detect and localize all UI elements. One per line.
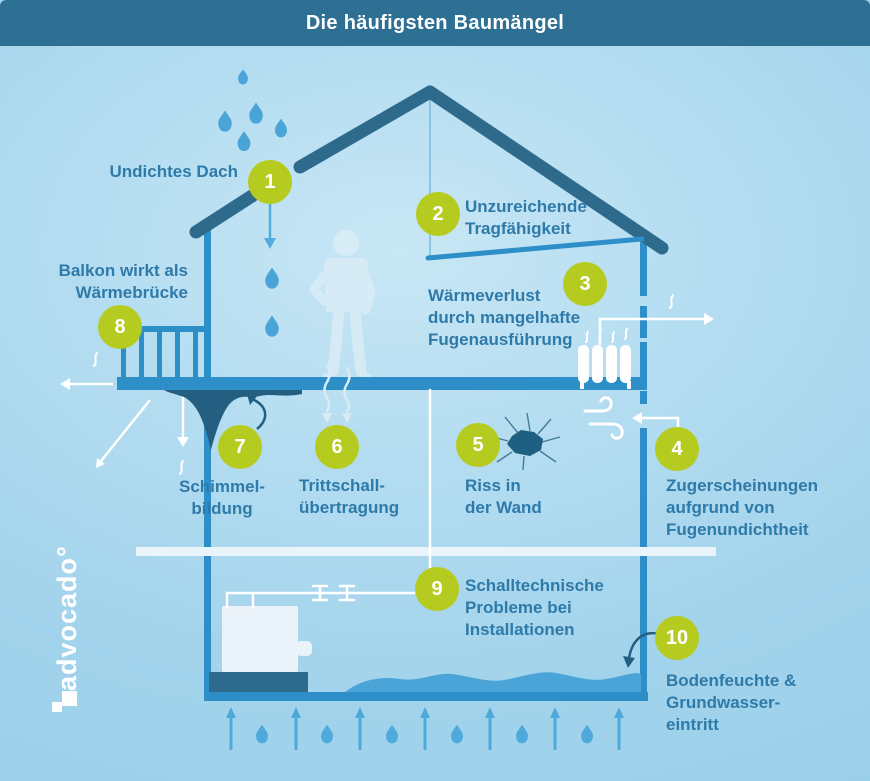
defect-badge-7: 7 — [218, 425, 262, 469]
boiler-plinth — [209, 672, 308, 692]
impact-sound-waves-icon — [322, 364, 352, 423]
rain-drop-icon — [218, 69, 287, 337]
thermal-bridge-arrows — [60, 378, 189, 468]
pipe-valve-icon — [225, 388, 432, 609]
defect-badge-4: 4 — [655, 427, 699, 471]
defect-label-9: Schalltechnische Probleme bei Installati… — [465, 576, 604, 639]
draft-arrow-icon — [632, 412, 680, 430]
radiator-icon — [578, 345, 631, 389]
sagging-beam-icon — [425, 236, 645, 261]
defect-badge-5: 5 — [456, 423, 500, 467]
basement-water — [345, 672, 641, 692]
defect-badge-3: 3 — [563, 262, 607, 306]
brand-logo-mark — [52, 702, 62, 712]
defect-badge-2: 2 — [416, 192, 460, 236]
leaky-roof-icon — [189, 85, 669, 255]
defect-label-6: Trittschall- übertragung — [299, 476, 400, 517]
defect-badge-8: 8 — [98, 305, 142, 349]
leak-direction-arrow — [264, 202, 276, 249]
defect-label-10: Bodenfeuchte & Grundwasser- eintritt — [666, 671, 797, 734]
boiler-icon — [222, 606, 312, 672]
heat-loss-arrow-icon — [598, 313, 714, 345]
defect-label-4: Zugerscheinungen aufgrund von Fugenundic… — [666, 476, 819, 539]
wind-icon — [583, 396, 624, 440]
defect-label-7: Schimmel- bildung — [179, 477, 265, 518]
mold-pointer-arrow — [247, 394, 267, 430]
brand-logo-mark — [62, 691, 77, 706]
crack-icon — [492, 412, 561, 471]
defect-badge-9: 9 — [415, 567, 459, 611]
left-wall — [204, 230, 211, 692]
defect-badge-6: 6 — [315, 425, 359, 469]
defect-label-1: Undichtes Dach — [109, 162, 238, 181]
balcony-railing-icon — [117, 326, 207, 378]
basement-floor — [204, 692, 648, 701]
defect-label-3: Wärmeverlust durch mangelhafte Fugenausf… — [428, 286, 581, 349]
defect-label-8: Balkon wirkt als Wärmebrücke — [58, 261, 188, 302]
right-wall-leaky-joints — [640, 238, 647, 692]
brand-logo-text: advocado° — [52, 545, 82, 691]
defect-label-5: Riss in der Wand — [465, 476, 542, 517]
person-silhouette — [309, 230, 376, 379]
defect-label-2: Unzureichende Tragfähigkeit — [465, 197, 587, 238]
ground-level-strip — [136, 547, 716, 556]
page-title: Die häufigsten Baumängel — [305, 11, 565, 34]
floor-slab — [117, 377, 647, 390]
mold-icon — [164, 390, 302, 450]
defect-badge-1: 1 — [248, 160, 292, 204]
title-bar: Die häufigsten Baumängel — [0, 0, 870, 46]
groundwater-arrow-icon — [226, 707, 624, 750]
defect-badge-10: 10 — [655, 616, 699, 660]
